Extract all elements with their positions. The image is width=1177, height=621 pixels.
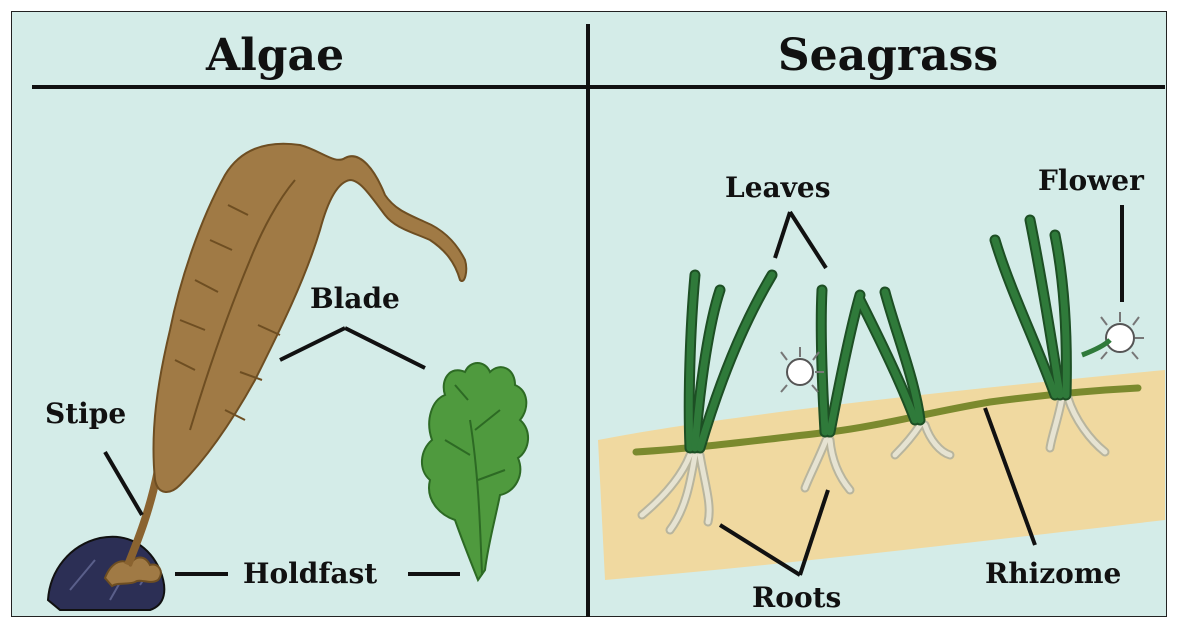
blade-label: Blade [310,282,400,315]
green-algae-plant [422,363,528,580]
seagrass-title: Seagrass [778,30,998,81]
roots-label: Roots [752,581,841,614]
flower-label: Flower [1038,164,1145,197]
leaves-label: Leaves [725,171,831,204]
algae-title: Algae [205,30,344,81]
holdfast-label: Holdfast [243,557,377,590]
kelp-plant [105,144,466,586]
rhizome-label: Rhizome [985,557,1121,590]
stipe-label: Stipe [45,397,126,430]
